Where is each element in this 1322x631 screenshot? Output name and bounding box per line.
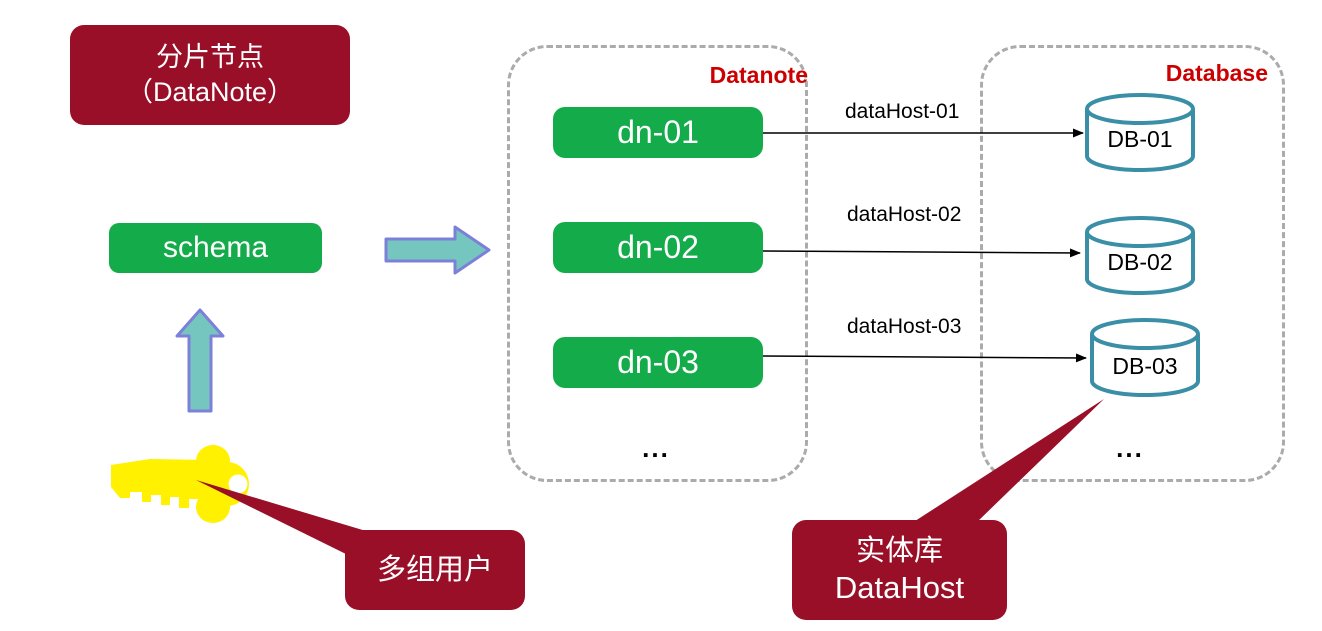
- schema-node-label: schema: [162, 231, 269, 264]
- datanote-group-container: [507, 45, 808, 482]
- dn-02-label: dn-02: [617, 229, 699, 265]
- connector-arrow-dn03-db03: [762, 353, 1087, 363]
- dn-01-label: dn-01: [617, 114, 699, 150]
- database-cylinder-icon-db02: [1085, 216, 1195, 295]
- datanote-ellipsis: ...: [642, 433, 670, 463]
- database-cylinder-icon-db03: [1090, 318, 1200, 397]
- datahost-callout: 实体库 DataHost: [792, 520, 1007, 620]
- connection-label-datahost-01: dataHost-01: [845, 100, 960, 123]
- connector-arrow-dn02-db02: [762, 248, 1081, 258]
- dn-03-label: dn-03: [617, 344, 699, 380]
- db-03-label: DB-03: [1112, 353, 1178, 379]
- db-02-label: DB-02: [1107, 249, 1173, 275]
- key-icon: [111, 445, 249, 523]
- datahost-callout-tail: [912, 399, 1104, 523]
- dn-03-node: dn-03: [553, 337, 763, 388]
- database-group-container: [980, 45, 1285, 482]
- db-01-label: DB-01: [1107, 126, 1173, 152]
- datanote-title-line1: 分片节点: [156, 42, 264, 72]
- datanote-title-line2: （DataNote）: [125, 77, 295, 107]
- users-callout-tail: [196, 480, 366, 557]
- database-group-label: Database: [1165, 60, 1268, 86]
- users-callout: 多组用户: [345, 530, 525, 610]
- dn-01-node: dn-01: [553, 107, 763, 158]
- schema-node: schema: [109, 223, 322, 273]
- datanote-group-label: Datanote: [709, 62, 808, 88]
- users-callout-label: 多组用户: [376, 554, 493, 586]
- connection-label-datahost-02: dataHost-02: [847, 203, 962, 226]
- right-arrow-icon: [384, 225, 491, 275]
- connection-label-datahost-03: dataHost-03: [847, 315, 962, 338]
- up-arrow-icon: [175, 308, 225, 413]
- dn-02-node: dn-02: [553, 222, 763, 273]
- datahost-callout-line2: DataHost: [834, 570, 965, 605]
- database-cylinder-icon-db01: [1085, 93, 1195, 172]
- datanote-title-box: 分片节点 （DataNote）: [70, 25, 350, 125]
- datahost-callout-line1: 实体库: [855, 535, 943, 567]
- database-ellipsis: ...: [1116, 433, 1144, 463]
